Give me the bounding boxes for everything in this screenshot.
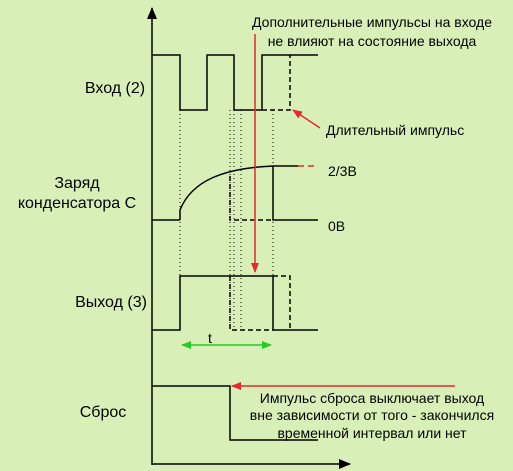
extra-pulses-note-line2: не влияют на состояние выхода: [268, 33, 477, 49]
input-long-pulse-dashed: [262, 55, 291, 111]
extra-pulses-note-line1: Дополнительные импульсы на входе: [252, 14, 492, 30]
reset-waveform: [152, 385, 318, 441]
reset-note-line2: вне зависимости от того - закончился: [250, 407, 494, 423]
dotted-guides: [179, 110, 274, 330]
output-long-pulse-dashed: [273, 275, 291, 330]
output-reset-dashed: [229, 276, 273, 331]
long-pulse-arrow: [292, 109, 321, 129]
charge-curve: [179, 165, 298, 220]
reset-note-line3: временной интервал или нет: [277, 425, 467, 441]
long-pulse-note: Длительный импульс: [326, 122, 464, 138]
output-waveform: [152, 275, 318, 331]
interval-label: t: [208, 330, 212, 346]
charge-label-line2: конденсатора С: [18, 195, 136, 212]
level-high-label: 2/3В: [328, 163, 357, 179]
level-low-label: 0В: [328, 218, 345, 234]
input-label: Вход (2): [85, 80, 145, 97]
charge-reset-dashed: [229, 176, 273, 221]
reset-note-line1: Импульс сброса выключает выход: [260, 390, 484, 406]
output-label: Выход (3): [75, 294, 147, 311]
input-waveform: [152, 54, 318, 111]
charge-discharge: [272, 166, 318, 221]
charge-label-line1: Заряд: [54, 175, 100, 192]
reset-label: Сброс: [80, 404, 127, 421]
